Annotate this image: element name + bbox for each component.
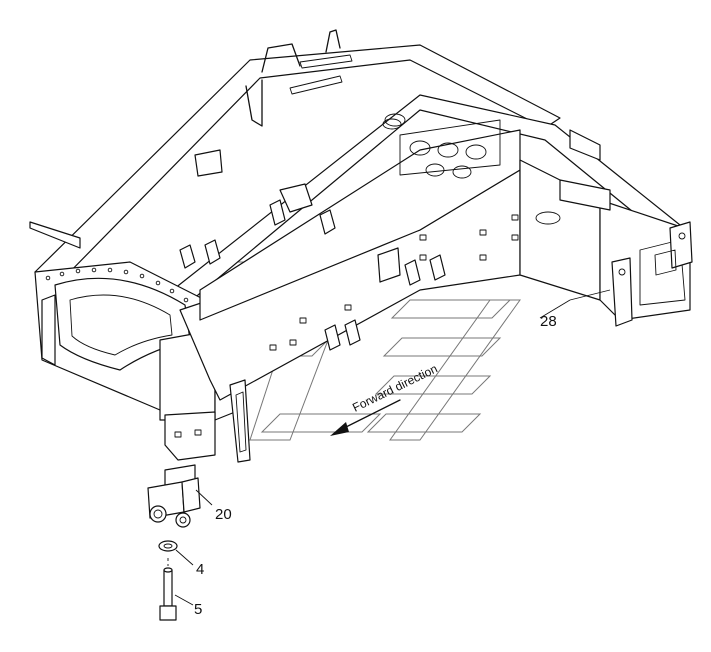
callout-20: 20 [215, 506, 232, 523]
callout-5: 5 [194, 601, 202, 618]
bolt [159, 558, 177, 621]
washer [158, 540, 178, 552]
callout-28: 28 [540, 313, 557, 330]
leader-lines [174, 289, 611, 606]
mounting-block-assembly [147, 464, 201, 528]
callout-4: 4 [196, 561, 204, 578]
direction-label: Forward direction [350, 361, 439, 414]
rear-frame-body [29, 29, 693, 463]
square-holes [269, 214, 519, 351]
lifting-handle [261, 43, 301, 73]
top-fitting [325, 29, 341, 53]
forward-direction-arrow [330, 399, 401, 436]
